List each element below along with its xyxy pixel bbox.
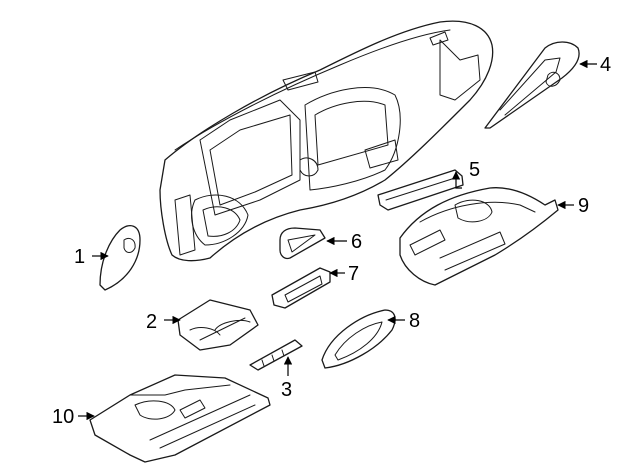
callout-7: 7: [348, 263, 359, 285]
callout-3: 3: [281, 379, 292, 401]
part-3-bracket: [249, 339, 303, 371]
leader-5: [451, 171, 462, 189]
part-8-speaker-cover: [321, 309, 396, 369]
dashboard-panel: [159, 20, 494, 262]
callout-labels: 1 2 3 4 5 6 7 8 9 10: [52, 54, 611, 428]
callout-1: 1: [74, 246, 85, 268]
part-6-vent-bezel: [279, 227, 326, 260]
part-4-trim-panel: [484, 41, 580, 129]
part-2-airbag-module: [177, 299, 259, 351]
callout-10: 10: [52, 406, 74, 428]
part-9-glove-box-housing: [399, 187, 559, 286]
part-7-switch-panel: [271, 267, 331, 309]
callout-5: 5: [469, 159, 480, 181]
callout-8: 8: [409, 310, 420, 332]
callout-6: 6: [351, 231, 362, 253]
callout-4: 4: [600, 54, 611, 76]
callout-9: 9: [578, 195, 589, 217]
callout-2: 2: [146, 311, 157, 333]
leader-lines: [78, 59, 597, 421]
part-10-lower-panel: [89, 374, 271, 463]
part-5-trim-strip: [377, 169, 464, 211]
part-1-end-cap: [99, 225, 141, 291]
